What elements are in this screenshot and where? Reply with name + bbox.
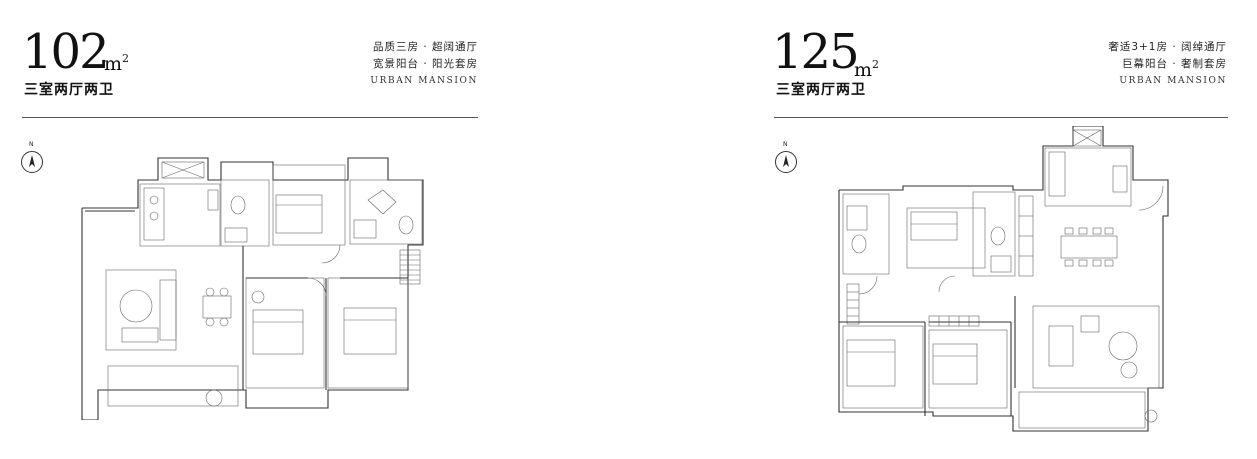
area-value: 102 <box>22 24 110 80</box>
north-arrow-icon <box>21 151 43 173</box>
header-divider <box>22 117 478 118</box>
tagline-2: 巨幕阳台 · 奢制套房 <box>1121 58 1227 70</box>
area-unit: m2 <box>854 58 880 81</box>
room-layout: 三室两厅两卫 <box>24 82 114 98</box>
room-layout: 三室两厅两卫 <box>776 82 866 98</box>
north-label: N <box>783 141 788 148</box>
tagline-2: 宽景阳台 · 阳光套房 <box>372 58 478 70</box>
floor-plan-125-icon <box>838 126 1169 432</box>
unit-panel-125: 125 m2 三室两厅两卫 奢适3+1房 · 阔绰通厅 巨幕阳台 · 奢制套房 … <box>628 0 1257 459</box>
area-value: 125 <box>772 24 860 80</box>
unit-panel-102: 102 m2 三室两厅两卫 品质三房 · 超阔通厅 宽景阳台 · 阳光套房 UR… <box>0 0 628 459</box>
brand-name: URBAN MANSION <box>370 76 478 86</box>
tagline-1: 奢适3+1房 · 阔绰通厅 <box>1108 41 1227 53</box>
north-label: N <box>29 141 34 148</box>
floor-plan-102-icon <box>81 157 424 420</box>
area-unit: m2 <box>104 52 130 75</box>
header-divider <box>774 117 1228 118</box>
brand-name: URBAN MANSION <box>1119 76 1227 86</box>
tagline-1: 品质三房 · 超阔通厅 <box>372 41 478 53</box>
north-arrow-icon <box>775 151 797 173</box>
